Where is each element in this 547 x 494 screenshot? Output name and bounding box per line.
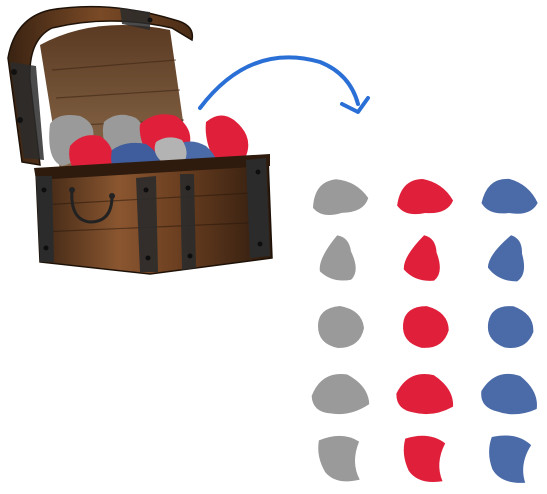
gray-pick <box>310 176 369 217</box>
curved-arrow <box>200 57 368 112</box>
red-pick <box>403 435 445 482</box>
gray-pick <box>317 434 361 483</box>
gray-pick <box>318 306 364 348</box>
blue-pick <box>477 368 543 421</box>
red-pick <box>397 179 454 215</box>
red-pick <box>402 232 447 283</box>
pick-grid <box>310 176 543 484</box>
blue-pick <box>486 434 532 484</box>
red-pick <box>401 304 450 350</box>
gray-pick <box>311 372 372 416</box>
treasure-chest <box>8 7 272 274</box>
blue-pick <box>485 231 533 284</box>
blue-pick <box>481 177 539 216</box>
gray-pick <box>318 234 360 283</box>
red-pick <box>394 370 458 419</box>
blue-pick <box>485 302 538 351</box>
